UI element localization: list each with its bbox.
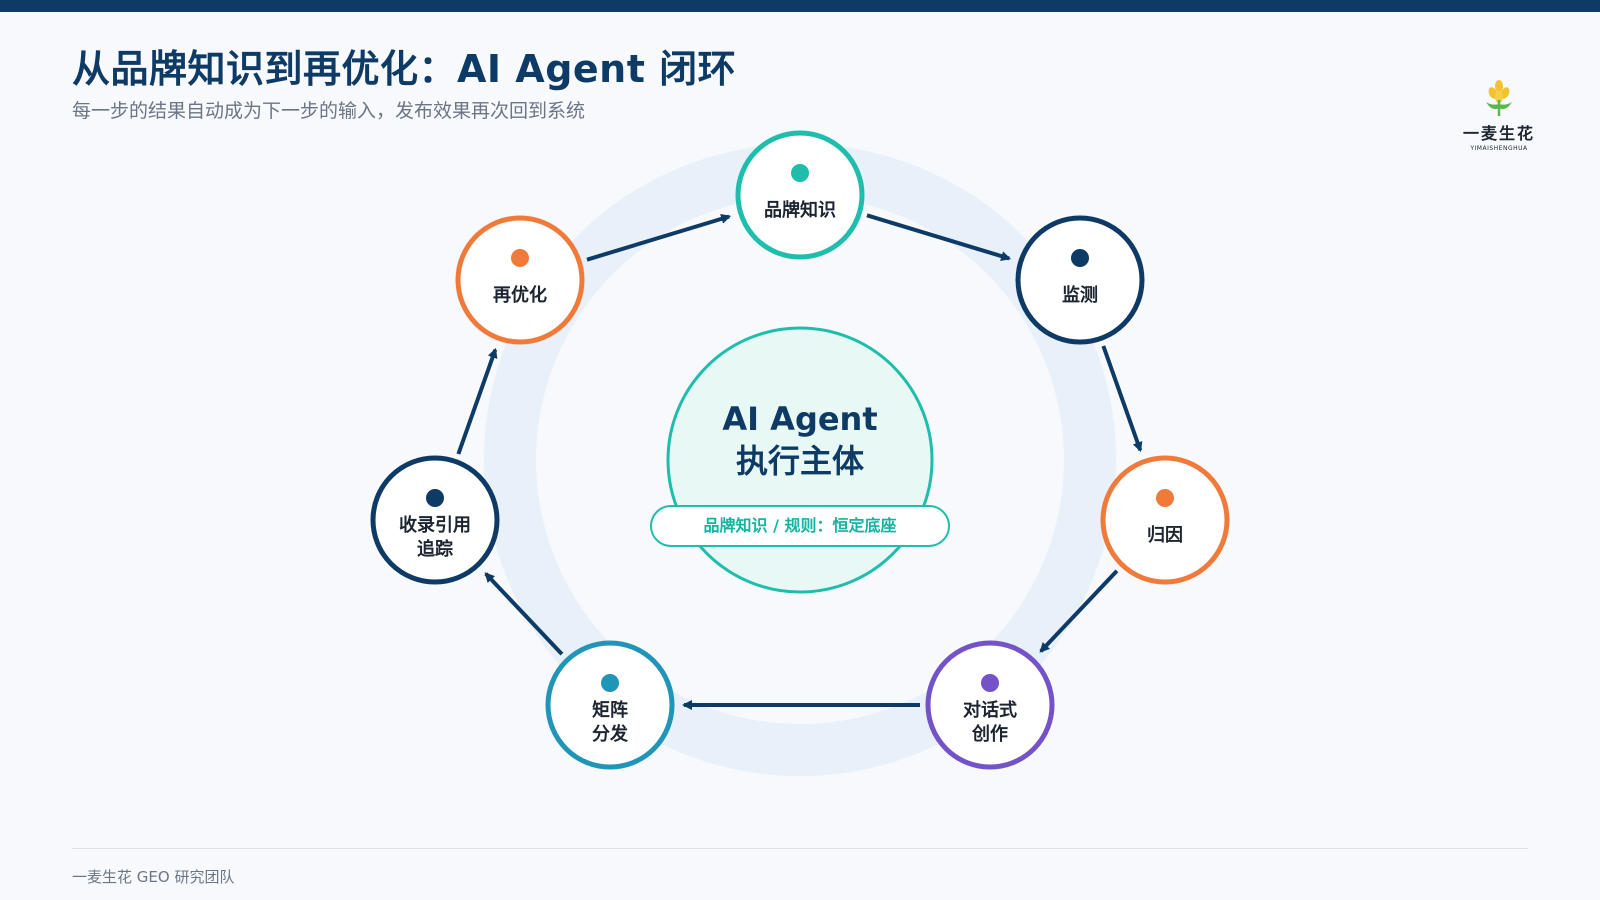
page-title: 从品牌知识到再优化：AI Agent 闭环 [72, 47, 737, 91]
node-label-monitoring: 监测 [1020, 284, 1140, 308]
cycle-node-re-optimization [455, 215, 585, 345]
node-label-line1: 监测 [1062, 285, 1098, 306]
cycle-arrow [456, 347, 498, 455]
node-label-line2: 追踪 [417, 539, 453, 560]
cycle-nodes [370, 130, 1230, 770]
node-label-line1: 品牌知识 [764, 200, 836, 221]
page-subtitle: 每一步的结果自动成为下一步的输入，发布效果再次回到系统 [72, 100, 586, 122]
cycle-arrow [484, 572, 564, 656]
node-label-line2: 分发 [592, 724, 628, 745]
node-label-line1: 收录引用 [399, 515, 471, 536]
footer-credit: 一麦生花 GEO 研究团队 [72, 868, 235, 886]
node-dot-icon [1156, 489, 1174, 507]
node-circle [1015, 215, 1145, 345]
node-dot-icon [981, 674, 999, 692]
node-label-conversational-creation: 对话式创作 [930, 699, 1050, 747]
node-dot-icon [601, 674, 619, 692]
top-accent-bar [0, 0, 1600, 12]
cycle-arrow [1039, 569, 1119, 653]
node-circle [925, 640, 1055, 770]
node-label-brand-knowledge: 品牌知识 [740, 199, 860, 223]
node-label-matrix-distribution: 矩阵分发 [550, 699, 670, 747]
cycle-arrow [866, 213, 1012, 261]
node-label-re-optimization: 再优化 [460, 284, 580, 308]
node-label-line1: 归因 [1147, 525, 1183, 546]
cycle-node-brand-knowledge [735, 130, 865, 260]
center-title: AI Agent 执行主体 [670, 398, 930, 482]
node-label-attribution: 归因 [1105, 524, 1225, 548]
cycle-arrow [1101, 345, 1143, 453]
node-label-line1: 矩阵 [592, 700, 628, 721]
node-dot-icon [791, 164, 809, 182]
brand-logo: 一麦生花 YIMAISHENGHUA [1458, 78, 1540, 152]
wheat-flower-icon [1486, 80, 1512, 116]
node-circle [455, 215, 585, 345]
cycle-arrow [586, 214, 732, 262]
node-circle [370, 455, 500, 585]
node-label-line2: 创作 [972, 724, 1008, 745]
node-circle [1100, 455, 1230, 585]
center-title-line1: AI Agent [722, 400, 878, 438]
cycle-node-attribution [1100, 455, 1230, 585]
cycle-node-indexing-citation-tracking [370, 455, 500, 585]
center-pill-badge: 品牌知识 / 规则：恒定底座 [650, 505, 950, 547]
node-label-line1: 对话式 [963, 700, 1017, 721]
node-label-line1: 再优化 [493, 285, 547, 306]
cycle-node-conversational-creation [925, 640, 1055, 770]
node-circle [735, 130, 865, 260]
node-dot-icon [1071, 249, 1089, 267]
node-dot-icon [511, 249, 529, 267]
node-dot-icon [426, 489, 444, 507]
cycle-node-matrix-distribution [545, 640, 675, 770]
node-circle [545, 640, 675, 770]
footer-divider [72, 848, 1528, 849]
cycle-arrows [456, 213, 1143, 710]
cycle-node-monitoring [1015, 215, 1145, 345]
logo-name-cn: 一麦生花 [1462, 124, 1535, 143]
logo-name-en: YIMAISHENGHUA [1470, 145, 1528, 152]
node-label-indexing-citation-tracking: 收录引用追踪 [375, 514, 495, 562]
center-title-line2: 执行主体 [735, 442, 864, 480]
